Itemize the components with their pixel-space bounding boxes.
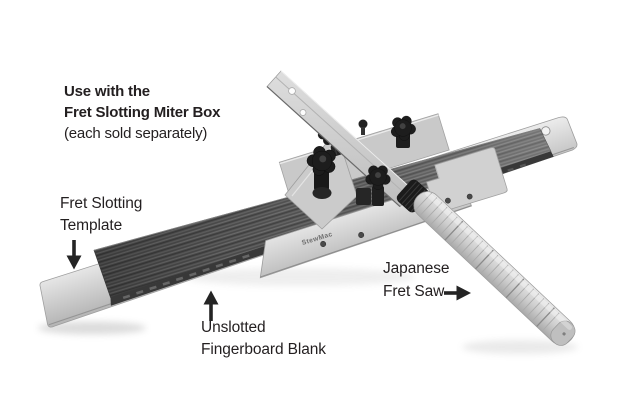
screw (358, 232, 365, 238)
handle-wrap-lines (414, 192, 560, 332)
template-label: Fret Slotting Template (60, 193, 142, 237)
arrow-right-icon (444, 285, 471, 301)
screw (445, 197, 451, 204)
usage-note-line1: Use with the (64, 83, 150, 100)
usage-note: Use with the Fret Slotting Miter Box (ea… (64, 81, 220, 144)
screw (466, 193, 473, 200)
fingerboard-label-line2: Fingerboard Blank (201, 341, 326, 358)
arrow-up-icon (203, 290, 219, 321)
blade-hole (299, 109, 307, 116)
arrow-down-icon (66, 240, 82, 270)
blade-hole (288, 87, 296, 95)
drop-shadows (38, 268, 578, 354)
usage-note-line2: Fret Slotting Miter Box (64, 104, 221, 121)
clamp-hardware-front (356, 165, 391, 206)
screw (320, 241, 327, 247)
miter-box-right-bracket (426, 147, 508, 215)
saw-label: Japanese Fret Saw (383, 257, 450, 303)
usage-note-line3: (each sold separately) (64, 125, 208, 142)
template-label-line2: Template (60, 217, 123, 234)
template-label-line1: Fret Slotting (60, 195, 143, 212)
template-slot-marks (122, 254, 250, 300)
fingerboard-label: Unslotted Fingerboard Blank (201, 317, 326, 361)
fingerboard-label-line1: Unslotted (201, 319, 266, 336)
saw-label-line1: Japanese (383, 260, 450, 277)
fret-saw-handle (413, 191, 576, 346)
saw-label-line2: Fret Saw (383, 283, 445, 300)
